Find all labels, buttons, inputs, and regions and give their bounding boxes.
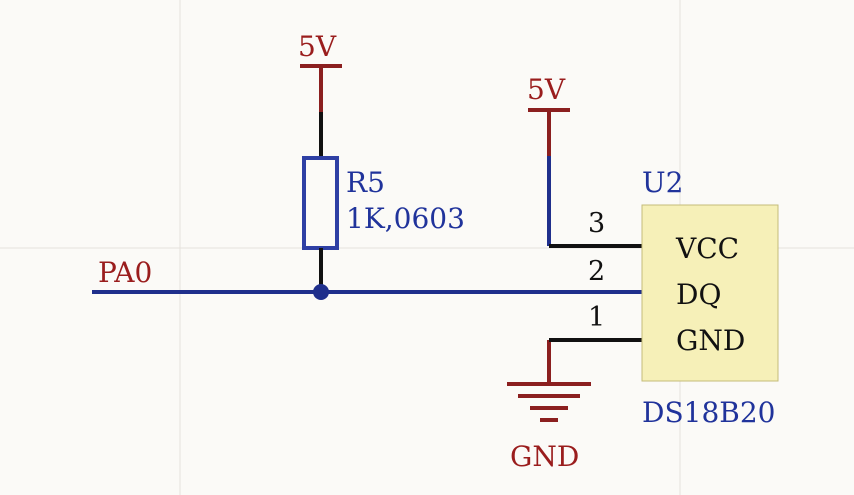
ic-part-number: DS18B20 <box>642 396 775 429</box>
pin-number-3: 3 <box>588 208 605 239</box>
ic-5v-label: 5V <box>527 73 566 106</box>
ic-u2: U2 DS18B20 3 2 1 VCC DQ GND <box>588 166 779 429</box>
pin-number-1: 1 <box>588 302 605 333</box>
pin-number-2: 2 <box>588 256 605 287</box>
resistor-r5: R5 1K,0603 <box>302 156 465 292</box>
resistor-body <box>302 156 339 250</box>
ic-5v-power-symbol: 5V <box>527 73 642 248</box>
pin-name-gnd: GND <box>676 324 745 357</box>
resistor-value: 1K,0603 <box>346 202 465 235</box>
ground-label: GND <box>510 440 579 473</box>
junction-dot <box>313 284 329 300</box>
pin-name-dq: DQ <box>676 278 721 311</box>
pa0-net: PA0 <box>92 256 642 300</box>
ground-symbol: GND <box>507 338 642 473</box>
resistor-5v-power-symbol: 5V <box>298 30 342 158</box>
resistor-5v-label: 5V <box>298 30 337 63</box>
resistor-designator: R5 <box>346 166 385 199</box>
ic-designator: U2 <box>642 166 683 199</box>
net-label-pa0: PA0 <box>98 256 152 289</box>
ic-body <box>641 204 779 382</box>
pin-name-vcc: VCC <box>675 232 739 265</box>
